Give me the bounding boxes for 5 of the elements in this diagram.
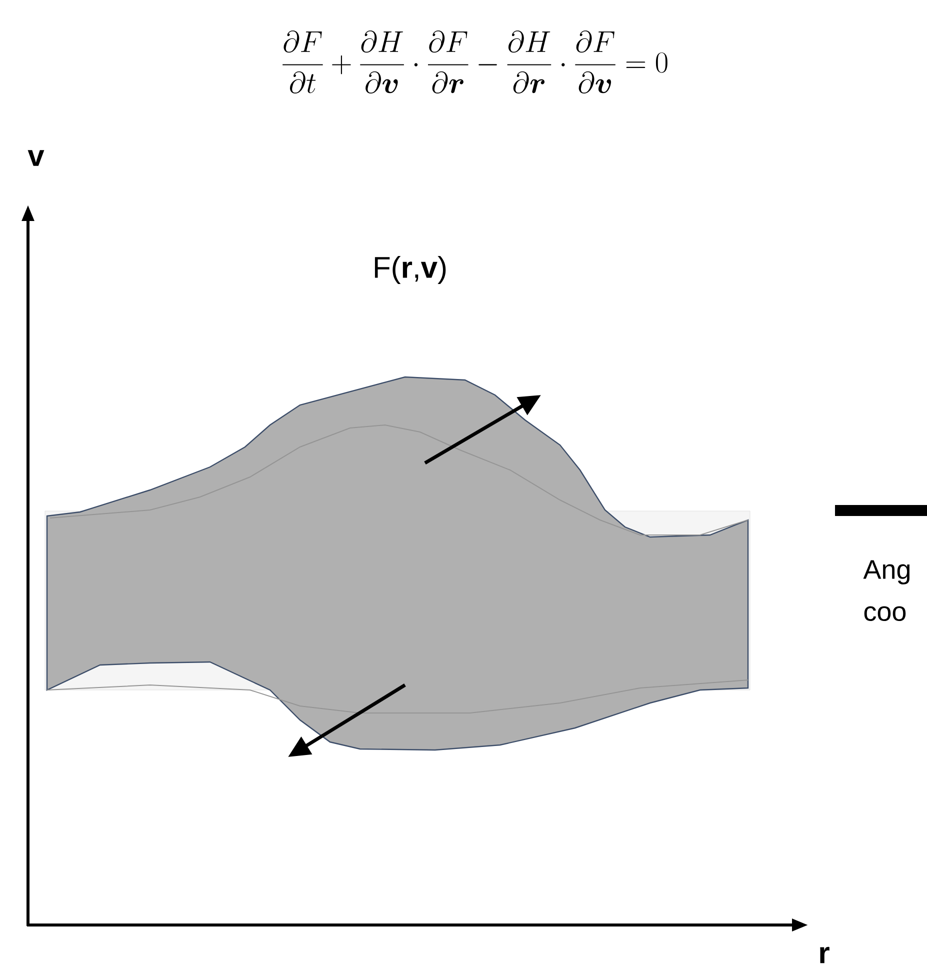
- axis-label: v: [28, 150, 44, 166]
- axis-label: r: [820, 946, 830, 964]
- function-label: F(r,v): [374, 256, 446, 284]
- equation: $\frac{\partial F}{\partial t} + \frac{\partial H}{\partial \boldsymbol{v}} \cdot \frac{\partial F}{\partial \boldsymbol{r}} - \frac{\partial H}{\partial \boldsymbol{r}} \cdot \frac{\partial F}{\partial \boldsymbol{v}} = 0$: [282, 30, 668, 94]
- cut-off-text: Ang coo: [863, 560, 910, 622]
